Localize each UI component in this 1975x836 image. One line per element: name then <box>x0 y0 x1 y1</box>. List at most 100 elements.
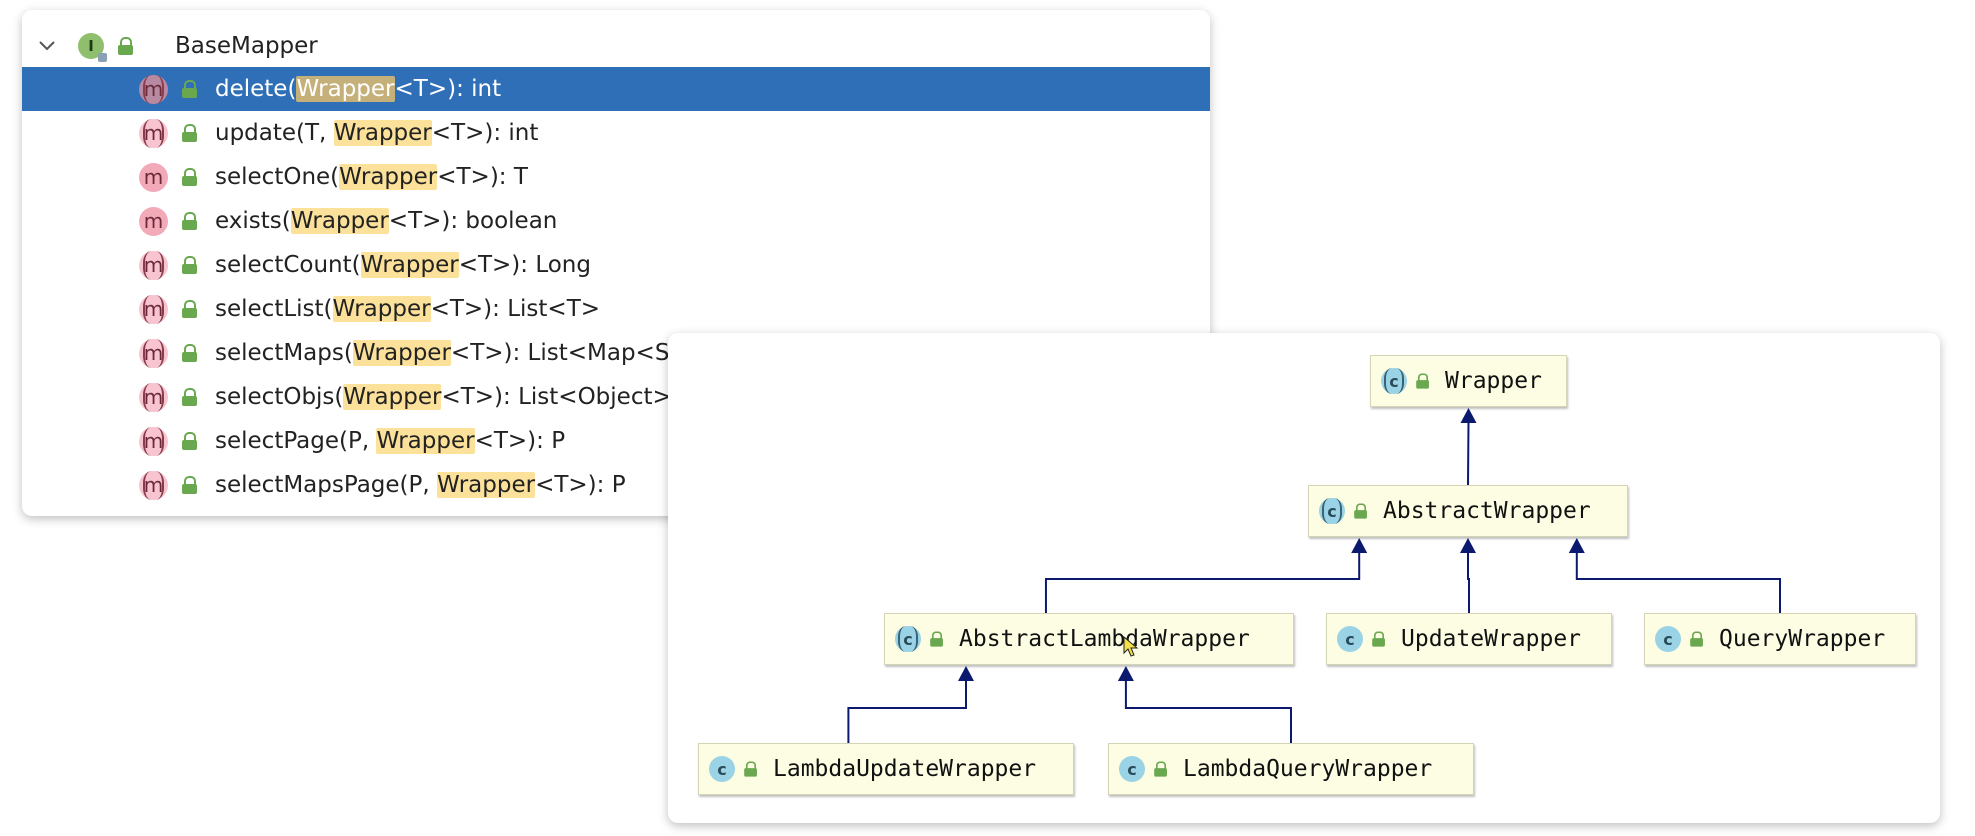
search-highlight: Wrapper <box>290 208 389 234</box>
public-lock-icon <box>182 432 198 450</box>
method-row[interactable]: m selectOne(Wrapper<T>): T <box>22 155 1210 199</box>
signature-prefix: selectOne( <box>215 164 340 190</box>
method-signature: selectList(Wrapper<T>): List<T> <box>215 296 600 322</box>
public-lock-icon <box>182 256 198 274</box>
signature-prefix: selectMaps( <box>215 340 353 366</box>
search-highlight: Wrapper <box>360 252 459 278</box>
class-name: QueryWrapper <box>1719 626 1886 652</box>
signature-prefix: selectCount( <box>215 252 361 278</box>
signature-suffix: <T>): List<Object> <box>441 384 672 410</box>
search-highlight: Wrapper <box>332 296 431 322</box>
class-icon: c <box>1319 498 1345 524</box>
public-lock-icon <box>930 631 944 647</box>
method-icon: m <box>139 382 168 412</box>
class-icon: c <box>1655 626 1681 652</box>
method-icon: m <box>139 338 168 368</box>
public-lock-icon <box>1354 503 1368 519</box>
method-row[interactable]: m selectObjs(Wrapper<T>): List<Object> <box>22 375 1210 419</box>
public-lock-icon <box>1690 631 1704 647</box>
signature-prefix: selectPage(P, <box>215 428 377 454</box>
method-signature: selectPage(P, Wrapper<T>): P <box>215 428 565 454</box>
signature-suffix: <T>): P <box>474 428 566 454</box>
signature-prefix: update(T, <box>215 120 334 146</box>
class-name: LambdaUpdateWrapper <box>773 756 1037 782</box>
class-node-lambda-query-wrapper[interactable]: c LambdaQueryWrapper <box>1108 743 1474 795</box>
inheritance-edge <box>1124 679 1292 743</box>
class-node-update-wrapper[interactable]: c UpdateWrapper <box>1326 613 1612 665</box>
method-row[interactable]: m delete(Wrapper<T>): int <box>22 67 1210 111</box>
public-lock-icon <box>182 344 198 362</box>
signature-suffix: <T>): Long <box>458 252 591 278</box>
method-row[interactable]: m selectCount(Wrapper<T>): Long <box>22 243 1210 287</box>
method-row[interactable]: m update(T, Wrapper<T>): int <box>22 111 1210 155</box>
class-icon: c <box>895 626 921 652</box>
inheritance-edges <box>847 408 1781 743</box>
method-signature: selectMapsPage(P, Wrapper<T>): P <box>215 472 626 498</box>
class-icon: c <box>709 756 735 782</box>
public-lock-icon <box>118 37 134 55</box>
method-row[interactable]: m selectMapsPage(P, Wrapper<T>): P <box>22 463 1210 507</box>
signature-prefix: selectList( <box>215 296 333 322</box>
signature-suffix: <T>): List<T> <box>430 296 601 322</box>
method-icon: m <box>139 162 168 192</box>
signature-prefix: selectMapsPage(P, <box>215 472 438 498</box>
method-signature: delete(Wrapper<T>): int <box>215 76 501 102</box>
search-highlight: Wrapper <box>437 472 536 498</box>
inheritance-arrowhead <box>1460 538 1476 553</box>
signature-prefix: delete( <box>215 76 297 102</box>
class-hierarchy-diagram: c Wrapper c AbstractWrapper c AbstractLa… <box>668 333 1940 823</box>
method-signature: selectOne(Wrapper<T>): T <box>215 164 528 190</box>
method-signature: exists(Wrapper<T>): boolean <box>215 208 557 234</box>
search-highlight: Wrapper <box>376 428 475 454</box>
search-highlight: Wrapper <box>343 384 442 410</box>
search-highlight: Wrapper <box>333 120 432 146</box>
inheritance-arrowhead <box>1117 666 1134 681</box>
public-lock-icon <box>182 124 198 142</box>
structure-popup: I BaseMapper m delete(Wrapper<T>): int m… <box>22 10 1210 516</box>
class-icon: c <box>1119 756 1145 782</box>
chevron-down-icon[interactable] <box>36 35 58 57</box>
method-icon: m <box>139 426 168 456</box>
inheritance-edge <box>1044 551 1361 613</box>
class-node-abstract-wrapper[interactable]: c AbstractWrapper <box>1308 485 1628 537</box>
public-lock-icon <box>182 80 198 98</box>
class-name: AbstractLambdaWrapper <box>959 626 1250 652</box>
search-highlight: Wrapper <box>296 76 395 102</box>
signature-suffix: <T>): int <box>394 76 502 102</box>
signature-suffix: <T>): T <box>437 164 528 190</box>
method-icon: m <box>139 206 168 236</box>
public-lock-icon <box>182 388 198 406</box>
method-row[interactable]: m selectPage(P, Wrapper<T>): P <box>22 419 1210 463</box>
public-lock-icon <box>1416 373 1430 389</box>
class-node-query-wrapper[interactable]: c QueryWrapper <box>1644 613 1916 665</box>
signature-prefix: selectObjs( <box>215 384 344 410</box>
search-highlight: Wrapper <box>352 340 451 366</box>
inheritance-edge <box>1575 551 1781 613</box>
method-signature: selectCount(Wrapper<T>): Long <box>215 252 591 278</box>
class-node-wrapper[interactable]: c Wrapper <box>1370 355 1567 407</box>
class-icon: c <box>1337 626 1363 652</box>
inheritance-edge <box>1467 551 1470 613</box>
method-icon: m <box>139 250 168 280</box>
public-lock-icon <box>182 476 198 494</box>
signature-suffix: <T>): boolean <box>388 208 558 234</box>
inheritance-arrowhead <box>1568 538 1585 553</box>
public-lock-icon <box>182 168 198 186</box>
class-name: AbstractWrapper <box>1383 498 1591 524</box>
mouse-cursor-icon <box>1123 636 1139 657</box>
method-row[interactable]: m exists(Wrapper<T>): boolean <box>22 199 1210 243</box>
method-signature: selectObjs(Wrapper<T>): List<Object> <box>215 384 672 410</box>
method-signature: selectMaps(Wrapper<T>): List<Map<String <box>215 340 723 366</box>
class-icon: c <box>1381 368 1407 394</box>
signature-prefix: exists( <box>215 208 291 234</box>
interface-icon: I <box>78 33 107 62</box>
inheritance-edge <box>847 679 967 743</box>
inheritance-arrowhead <box>958 666 974 681</box>
class-node-lambda-update-wrapper[interactable]: c LambdaUpdateWrapper <box>698 743 1074 795</box>
tree-root-basemapper[interactable]: I BaseMapper <box>22 24 1210 68</box>
method-row[interactable]: m selectList(Wrapper<T>): List<T> <box>22 287 1210 331</box>
class-node-abstract-lambda-wrapper[interactable]: c AbstractLambdaWrapper <box>884 613 1294 665</box>
search-highlight: Wrapper <box>339 164 438 190</box>
public-lock-icon <box>1154 761 1168 777</box>
signature-suffix: <T>): int <box>431 120 539 146</box>
